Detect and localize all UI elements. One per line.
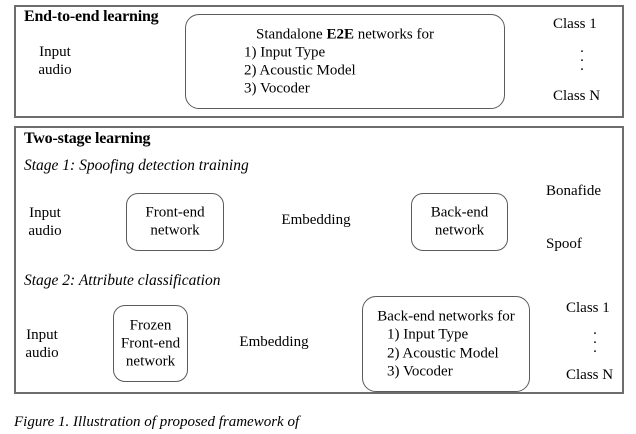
frozen-front-end-network-box[interactable]: Frozen Front-end network [113, 305, 188, 382]
backend-stage2-item-3: 3) Vocoder [387, 363, 453, 380]
backend-stage2-item-1: 1) Input Type [387, 326, 469, 343]
stage-2-title: Stage 2: Attribute classification [24, 272, 221, 289]
panel-title-end-to-end: End-to-end learning [24, 8, 159, 25]
frozen-line1: Frozen [129, 317, 172, 334]
front-end-network-box[interactable]: Front-end network [126, 193, 224, 251]
e2e-lead-suffix: networks for [353, 25, 434, 42]
front-end-line2: network [150, 223, 200, 239]
panel-title-two-stage: Two-stage learning [24, 130, 151, 147]
e2e-box-lead: Standalone E2E networks for [186, 25, 504, 43]
e2e-lead-prefix: Standalone [256, 25, 327, 42]
input-audio-stage2-line1: Input [26, 327, 58, 343]
e2e-lead-bold: E2E [326, 25, 354, 42]
output-class-n-e2e: Class N [553, 88, 601, 104]
backend-stage2-lead: Back-end networks for [377, 308, 515, 325]
input-audio-stage1-line2: audio [28, 222, 62, 239]
figure-caption: Figure 1. Illustration of proposed frame… [14, 414, 300, 430]
output-bonafide: Bonafide [546, 183, 601, 199]
input-audio-label-stage2: Input audio [16, 327, 68, 362]
input-audio-stage1-line1: Input [29, 205, 61, 221]
output-ellipsis-stage2: . . . [593, 322, 597, 356]
e2e-item-2: 2) Acoustic Model [244, 62, 356, 79]
front-end-line1: Front-end [145, 204, 205, 221]
e2e-item-1: 1) Input Type [244, 44, 326, 61]
input-audio-stage2-line2: audio [25, 344, 59, 361]
output-class-n-stage2: Class N [566, 367, 614, 383]
embedding-label-stage1: Embedding [281, 212, 351, 228]
e2e-item-3: 3) Vocoder [244, 80, 310, 97]
output-class-1-e2e: Class 1 [553, 16, 597, 32]
output-ellipsis-e2e: . . . [580, 40, 584, 74]
back-end-networks-box-stage2[interactable]: Back-end networks for 1) Input Type 2) A… [362, 296, 530, 392]
output-class-1-stage2: Class 1 [566, 300, 610, 316]
frozen-line3: network [125, 353, 176, 370]
output-spoof: Spoof [546, 236, 582, 252]
stage-1-title: Stage 1: Spoofing detection training [24, 157, 249, 174]
input-audio-line1: Input [39, 44, 71, 60]
input-audio-label-stage1: Input audio [18, 205, 72, 240]
embedding-label-stage2: Embedding [239, 334, 309, 350]
backend-stage2-item-2: 2) Acoustic Model [387, 345, 499, 361]
input-audio-label-e2e: Input audio [22, 44, 88, 79]
back-end-line1: Back-end [430, 204, 489, 221]
input-audio-line2: audio [38, 61, 72, 78]
frozen-line2: Front-end [120, 335, 181, 352]
back-end-line2: network [434, 223, 485, 239]
standalone-e2e-networks-box[interactable]: Standalone E2E networks for 1) Input Typ… [185, 14, 505, 109]
back-end-network-box[interactable]: Back-end network [411, 193, 508, 251]
